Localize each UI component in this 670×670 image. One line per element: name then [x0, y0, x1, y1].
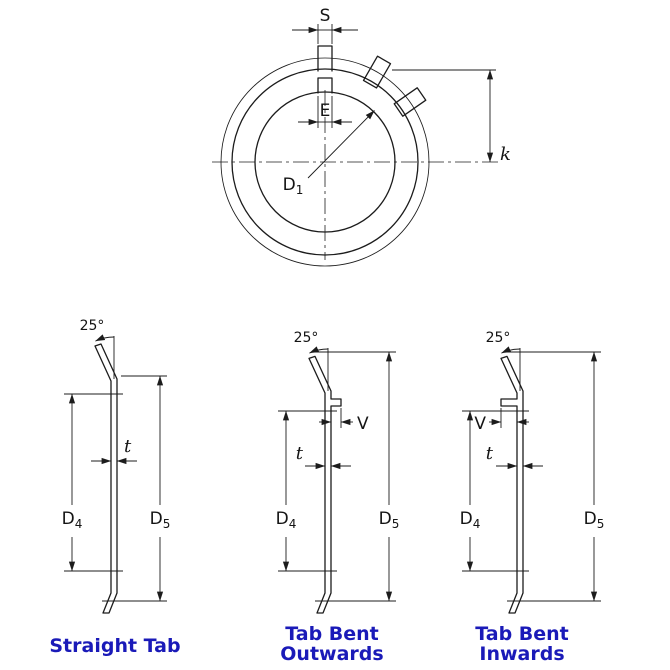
caption-tab-bent-inwards-line1: Tab Bent [475, 623, 569, 645]
d5-label: D5 [584, 509, 605, 531]
side-view-outwards: 25° V t D4 D5 Tab Bent Outw [276, 330, 400, 665]
angle-arc [309, 346, 329, 354]
k-dimension: k [392, 69, 511, 165]
bent-tab-outline [393, 87, 427, 117]
d4-dimension: D4 [62, 393, 123, 572]
centerlines [212, 90, 502, 260]
t-dimension: t [91, 436, 137, 465]
caption-tab-bent-outwards-line2: Outwards [280, 643, 383, 665]
side-view-straight: 25° D4 D5 t Straight Tab [49, 318, 180, 657]
v-dimension: V [319, 408, 369, 434]
d4-label: D4 [276, 509, 297, 531]
caption-straight-tab: Straight Tab [49, 635, 180, 657]
v-label: V [357, 414, 369, 434]
angle-label: 25° [80, 318, 105, 334]
s-dimension: S [292, 6, 358, 44]
d4-label: D4 [460, 509, 481, 531]
d5-dimension: D5 [313, 351, 400, 602]
d1-dimension: D1 [283, 110, 375, 197]
angle-label: 25° [486, 330, 511, 346]
t-label: t [486, 443, 494, 464]
t-dimension: t [486, 443, 543, 470]
angle-arc [95, 334, 115, 342]
d4-dimension: D4 [460, 410, 529, 572]
top-tab-outline [317, 45, 333, 72]
bore-circle [254, 91, 396, 233]
t-dimension: t [296, 443, 351, 470]
d1-label: D1 [283, 175, 304, 197]
t-label: t [296, 443, 304, 464]
washer-profile [94, 343, 118, 614]
t-label: t [124, 436, 132, 457]
d5-dimension: D5 [505, 351, 605, 602]
bent-tabs [362, 55, 427, 117]
k-label: k [500, 144, 511, 165]
v-label: V [474, 414, 486, 434]
tab-tip-circle [220, 57, 430, 267]
d5-label: D5 [150, 509, 171, 531]
angle-dimension: 25° [294, 330, 329, 391]
side-view-inwards: 25° V t D4 D5 Tab Bent Inwa [460, 330, 605, 665]
washer-outer-circle [231, 68, 419, 256]
d5-label: D5 [379, 509, 400, 531]
washer-profile [500, 355, 524, 614]
caption-tab-bent-inwards-line2: Inwards [479, 643, 564, 665]
v-dimension: V [474, 408, 529, 434]
e-label: E [320, 101, 331, 121]
angle-arc [501, 346, 521, 354]
caption-tab-bent-outwards-line1: Tab Bent [285, 623, 379, 645]
angle-label: 25° [294, 330, 319, 346]
angle-dimension: 25° [80, 318, 115, 379]
d4-dimension: D4 [276, 410, 337, 572]
e-dimension: E [298, 96, 352, 128]
angle-dimension: 25° [486, 330, 521, 391]
bore-notch-outline [317, 77, 333, 94]
leader-line [307, 110, 375, 179]
s-label: S [320, 6, 331, 26]
d5-dimension: D5 [102, 375, 171, 602]
d4-label: D4 [62, 509, 83, 531]
washer-profile [308, 355, 342, 614]
front-view: S E D1 k [212, 6, 511, 267]
bent-tab-outline [362, 55, 392, 89]
